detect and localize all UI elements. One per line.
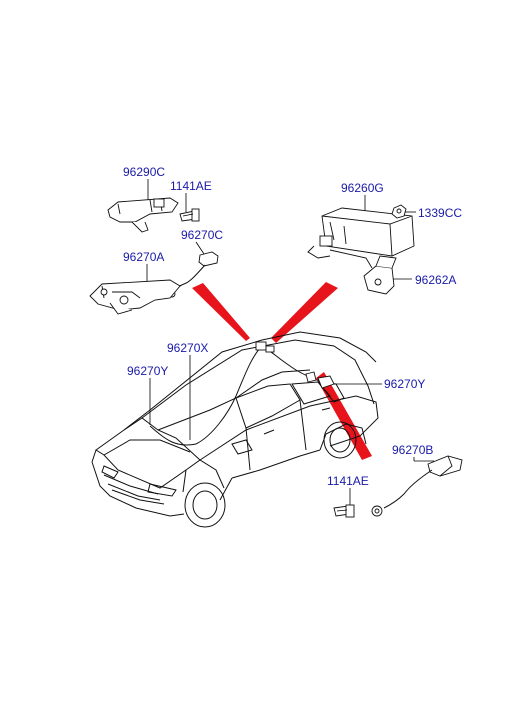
label-96270C: 96270C	[181, 228, 223, 242]
sensor-bracket-96290c	[107, 197, 179, 233]
sensor-96270a	[89, 279, 181, 315]
label-96270Y-left: 96270Y	[127, 364, 168, 378]
label-96270B: 96270B	[392, 443, 433, 457]
sensor-96270b	[371, 455, 463, 517]
label-1339CC: 1339CC	[418, 206, 462, 220]
leader-lines	[146, 179, 434, 506]
bracket-96262a	[363, 255, 397, 295]
label-96290C: 96290C	[123, 165, 165, 179]
red-pointers	[192, 282, 372, 460]
label-96270A: 96270A	[123, 250, 164, 264]
bolt-1141ae-bottom	[333, 504, 355, 518]
label-1141AE-bottom: 1141AE	[327, 474, 369, 488]
label-96270Y-right: 96270Y	[384, 377, 425, 391]
bolt-1141ae-top	[179, 208, 200, 222]
pointer-right	[271, 282, 338, 343]
pointer-left	[192, 283, 250, 341]
label-96262A: 96262A	[415, 273, 456, 287]
label-96260G: 96260G	[341, 181, 384, 195]
nut-1339cc	[391, 204, 407, 219]
connector-96270c	[168, 251, 219, 298]
label-1141AE-top: 1141AE	[170, 179, 212, 193]
car-illustration	[91, 331, 379, 528]
control-unit-96260g	[307, 207, 415, 269]
pointer-bottom	[316, 372, 372, 460]
label-96270X: 96270X	[167, 341, 208, 355]
